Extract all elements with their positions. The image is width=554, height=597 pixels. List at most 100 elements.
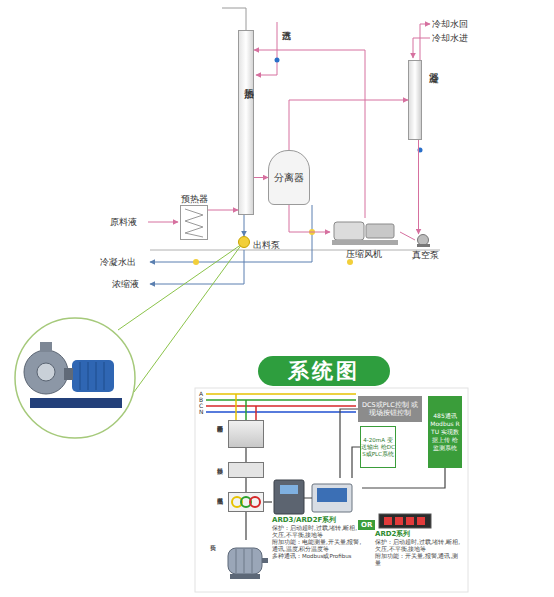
connector <box>264 501 272 502</box>
coupling <box>64 368 73 380</box>
motor-load: 负荷 <box>222 540 270 582</box>
process-pipes <box>148 8 440 284</box>
node-description: 保护：启动超时,过载,堵转,断相,欠压,不平衡,接地等 <box>272 525 362 539</box>
connector <box>245 512 246 540</box>
diagram-title: 系统图 <box>288 357 360 385</box>
analog-output-box: 4-20mA 变送输出 给DCS或PLC系统 <box>360 426 396 468</box>
node-label: 压缩风机 <box>346 248 382 261</box>
text-label: OR <box>358 520 375 530</box>
compressor-body <box>334 222 364 240</box>
pump-foot <box>417 244 430 247</box>
current-transformer: 电流互感器 <box>228 492 264 512</box>
text-label: 浓缩液 <box>112 278 139 291</box>
led-digit <box>384 517 392 525</box>
leader-line <box>134 244 242 392</box>
vacuum-pump: 真空泵 <box>415 234 432 247</box>
led-digit <box>417 517 425 525</box>
motor-body <box>72 360 114 392</box>
contactor-box: 接触器 <box>228 462 264 478</box>
text-label: 冷却水回 <box>432 18 468 31</box>
neutral-bus <box>206 411 356 413</box>
compressor-motor <box>366 224 394 238</box>
preheater-coil <box>181 206 207 239</box>
node-description: 保护：启动超时,过载,堵转,断相,欠压,不平衡,接地等 <box>375 539 463 553</box>
node-label: 分离器 <box>269 171 309 185</box>
heater-top-pipe <box>222 8 246 9</box>
cooling-water-pipe <box>413 38 430 58</box>
node-label: 预热器 <box>181 193 208 206</box>
condensate-pipe <box>150 205 312 262</box>
phase-drop <box>245 400 247 420</box>
compressor-base <box>332 240 398 245</box>
compressor-fan: 压缩风机 <box>330 218 400 246</box>
outlet-pipe <box>40 342 52 352</box>
product-pipe <box>150 250 244 284</box>
preheater-box: 预热器 <box>180 205 208 240</box>
node-label: 485通讯 Modbus RTU 实现数据上传 给监测系统 <box>428 412 462 452</box>
node-label: ARD2系列 <box>375 530 463 539</box>
valve-dot <box>309 229 315 235</box>
node-label: ARD3/ARD2F系列 <box>272 516 362 525</box>
heater-top-pipe <box>246 8 247 30</box>
motor-fin <box>96 362 97 390</box>
connector <box>245 478 246 492</box>
protector-device: ARD2系列保护：启动超时,过载,堵转,断相,欠压,不平衡,接地等附加功能：开关… <box>375 512 463 567</box>
node-label: 4-20mA 变送输出 给DCS或PLC系统 <box>361 437 395 458</box>
cable <box>304 498 312 499</box>
phase-drop <box>255 406 257 420</box>
phase-drop <box>235 394 237 420</box>
connector <box>208 210 238 211</box>
display-unit <box>379 514 431 528</box>
phase-a-bus <box>206 393 356 395</box>
valve-dot <box>275 58 280 63</box>
text-label: N <box>199 409 204 415</box>
protector-unit <box>274 480 304 514</box>
node-description: 多种通讯：Modbus或Profibus <box>272 553 362 560</box>
frame <box>195 388 468 592</box>
text-label: 冷却水进 <box>432 32 468 45</box>
display-unit <box>312 484 352 512</box>
vacuum-line <box>400 232 415 240</box>
separator-vessel: 分离器 <box>268 150 310 205</box>
motor-fin <box>236 549 237 573</box>
connector <box>254 177 268 178</box>
title-banner: 系统图 <box>258 356 390 386</box>
motor-shaft <box>262 558 268 563</box>
vacuum-pump-symbol <box>415 234 432 247</box>
connector <box>289 205 330 232</box>
node-description: 附加功能：电能测量,开关量,报警,通讯,温度,积分温度等 <box>272 539 362 553</box>
motor-fin <box>244 549 245 573</box>
motor-body <box>228 548 262 574</box>
protector-graphic <box>272 478 362 516</box>
callout-circle <box>15 318 135 438</box>
motor-foot <box>230 574 260 579</box>
ct-rings <box>229 493 263 511</box>
valve-dot <box>193 259 199 265</box>
display-screen <box>317 488 347 502</box>
text-label: 冷凝水出 <box>100 256 136 269</box>
pump-base <box>30 398 122 408</box>
connector <box>244 215 245 236</box>
motor-symbol <box>222 540 270 582</box>
motor-fin <box>252 549 253 573</box>
connector <box>418 140 419 234</box>
pump-inlet <box>37 363 55 381</box>
condenser-column: 冷凝器 <box>408 60 422 140</box>
led-digit <box>395 517 403 525</box>
ct-ring <box>250 497 260 507</box>
steam-pipe <box>256 22 277 75</box>
protector-device: ARD3/ARD2F系列保护：启动超时,过载,堵转,断相,欠压,不平衡,接地等附… <box>272 478 362 560</box>
motor-fin <box>88 362 89 390</box>
breaker-box: 塑壳断路器 <box>228 420 264 448</box>
motor-fin <box>104 362 105 390</box>
pump-body <box>418 235 429 246</box>
led-digit <box>406 517 414 525</box>
connector <box>340 409 358 478</box>
coil-line <box>185 209 203 237</box>
pump-casing <box>24 350 68 394</box>
system-frame <box>195 388 468 592</box>
connector <box>289 100 408 150</box>
node-label: 真空泵 <box>412 249 439 262</box>
